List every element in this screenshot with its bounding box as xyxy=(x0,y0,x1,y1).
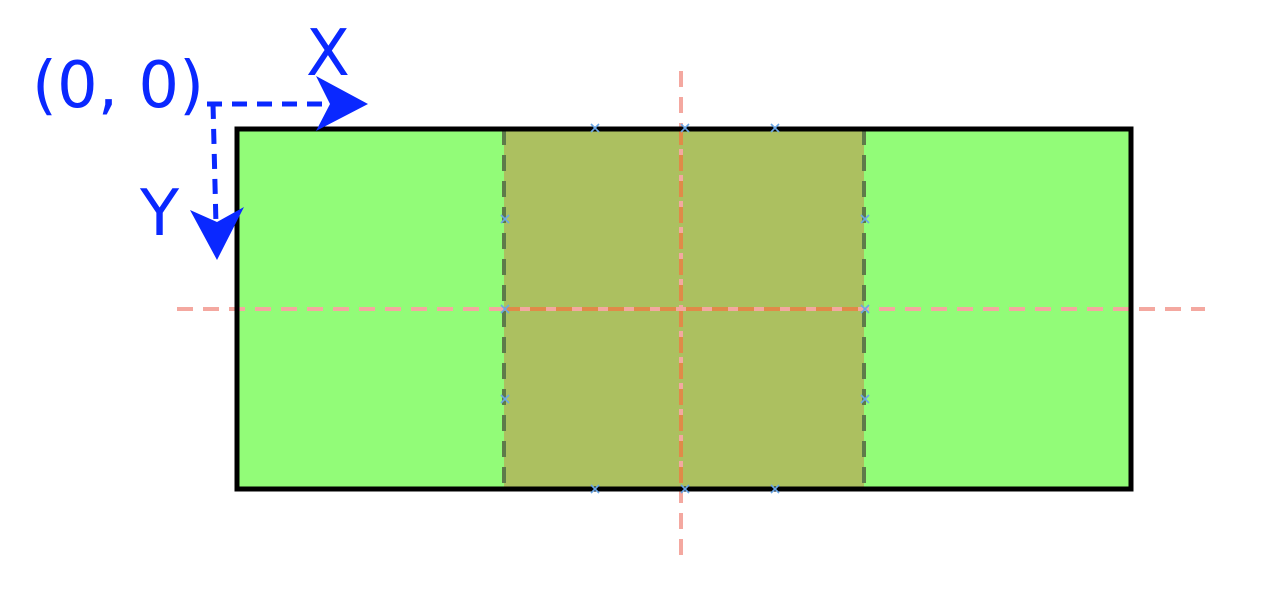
origin-label: (0, 0) xyxy=(32,49,204,123)
marker xyxy=(770,123,780,133)
marker xyxy=(590,484,600,494)
x-axis-arrowhead xyxy=(316,76,368,131)
marker xyxy=(860,304,870,314)
x-axis-label: X xyxy=(306,17,350,91)
marker xyxy=(590,123,600,133)
marker xyxy=(500,394,510,404)
marker xyxy=(680,123,690,133)
y-axis-arrowhead xyxy=(190,207,244,260)
marker xyxy=(680,484,690,494)
marker xyxy=(770,484,780,494)
marker xyxy=(860,214,870,224)
y-axis-label: Y xyxy=(139,177,180,251)
y-axis-arrow-line xyxy=(210,103,219,226)
marker xyxy=(500,214,510,224)
markers xyxy=(500,123,870,494)
marker xyxy=(860,394,870,404)
marker xyxy=(500,304,510,314)
